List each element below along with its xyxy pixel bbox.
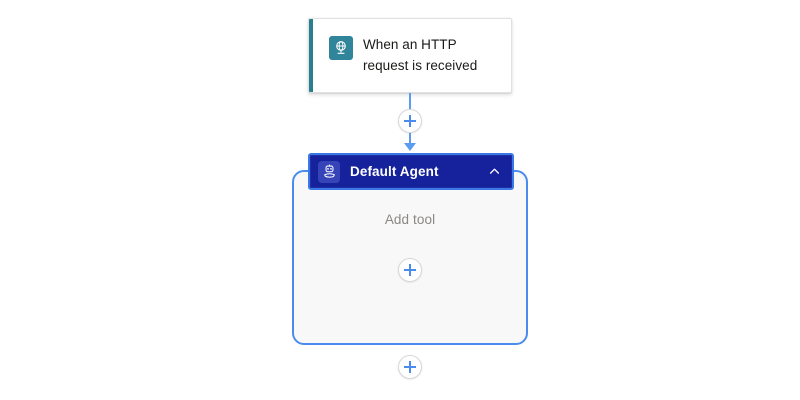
add-step-button-upper[interactable] [398,109,422,133]
trigger-title-line-1: When an HTTP [363,37,457,52]
connector-line-lower [409,133,411,147]
trigger-title-line-2: request is received [363,58,478,73]
chevron-up-icon[interactable] [486,164,502,180]
add-tool-button[interactable] [398,258,422,282]
add-tool-label: Add tool [384,212,436,227]
http-request-globe-icon [329,36,353,60]
plus-icon [404,361,416,373]
robot-agent-icon [318,160,340,183]
agent-node-header[interactable]: Default Agent [308,153,514,190]
connector-arrowhead-icon [404,143,416,151]
agent-tools-container[interactable]: Add tool [292,170,528,345]
plus-icon [404,264,416,276]
trigger-node-http-request[interactable]: When an HTTP request is received [308,18,512,93]
agent-node-title: Default Agent [350,164,439,179]
trigger-node-title: When an HTTP request is received [363,34,503,76]
connector-line-upper [409,93,411,121]
add-step-button-lower[interactable] [398,355,422,379]
trigger-accent-bar [309,19,313,92]
plus-icon [404,115,416,127]
